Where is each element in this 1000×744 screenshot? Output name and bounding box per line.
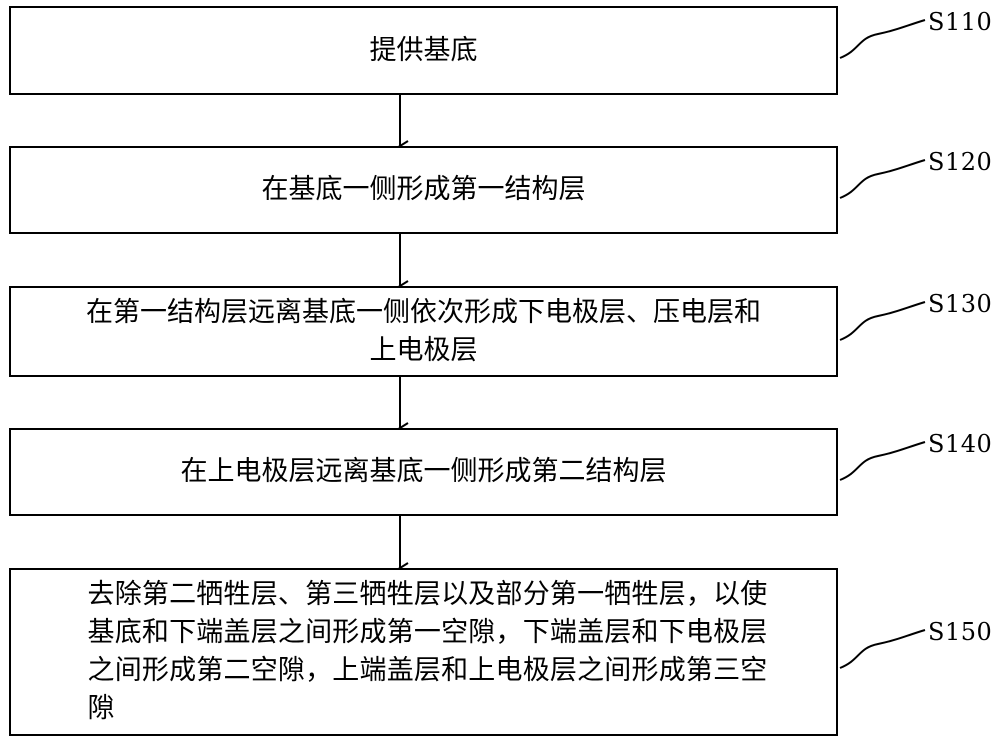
leader-s120 — [839, 159, 926, 199]
leader-s140 — [839, 441, 926, 481]
leader-s150 — [839, 629, 926, 669]
leader-s110 — [839, 19, 926, 59]
leader-s130 — [839, 301, 926, 341]
step-text-s110: 提供基底 — [369, 34, 478, 66]
step-box-s110: 提供基底 — [9, 6, 838, 95]
step-text-s130: 在第一结构层远离基底一侧依次形成下电极层、压电层和 上电极层 — [86, 296, 761, 366]
step-box-s130: 在第一结构层远离基底一侧依次形成下电极层、压电层和 上电极层 — [9, 286, 838, 377]
step-box-s120: 在基底一侧形成第一结构层 — [9, 146, 838, 234]
step-box-s140: 在上电极层远离基底一侧形成第二结构层 — [9, 428, 838, 516]
step-label-s110: S110 — [928, 8, 993, 36]
step-label-s150: S150 — [928, 618, 993, 646]
step-text-s140: 在上电极层远离基底一侧形成第二结构层 — [180, 456, 667, 487]
step-text-s150: 去除第二牺牲层、第三牺牲层以及部分第一牺牲层，以使 基底和下端盖层之间形成第一空… — [87, 579, 768, 724]
step-label-s120: S120 — [928, 148, 993, 176]
step-text-s120: 在基底一侧形成第一结构层 — [261, 174, 586, 205]
step-label-s140: S140 — [928, 430, 993, 458]
step-box-s150: 去除第二牺牲层、第三牺牲层以及部分第一牺牲层，以使 基底和下端盖层之间形成第一空… — [9, 568, 838, 736]
step-label-s130: S130 — [928, 290, 993, 318]
